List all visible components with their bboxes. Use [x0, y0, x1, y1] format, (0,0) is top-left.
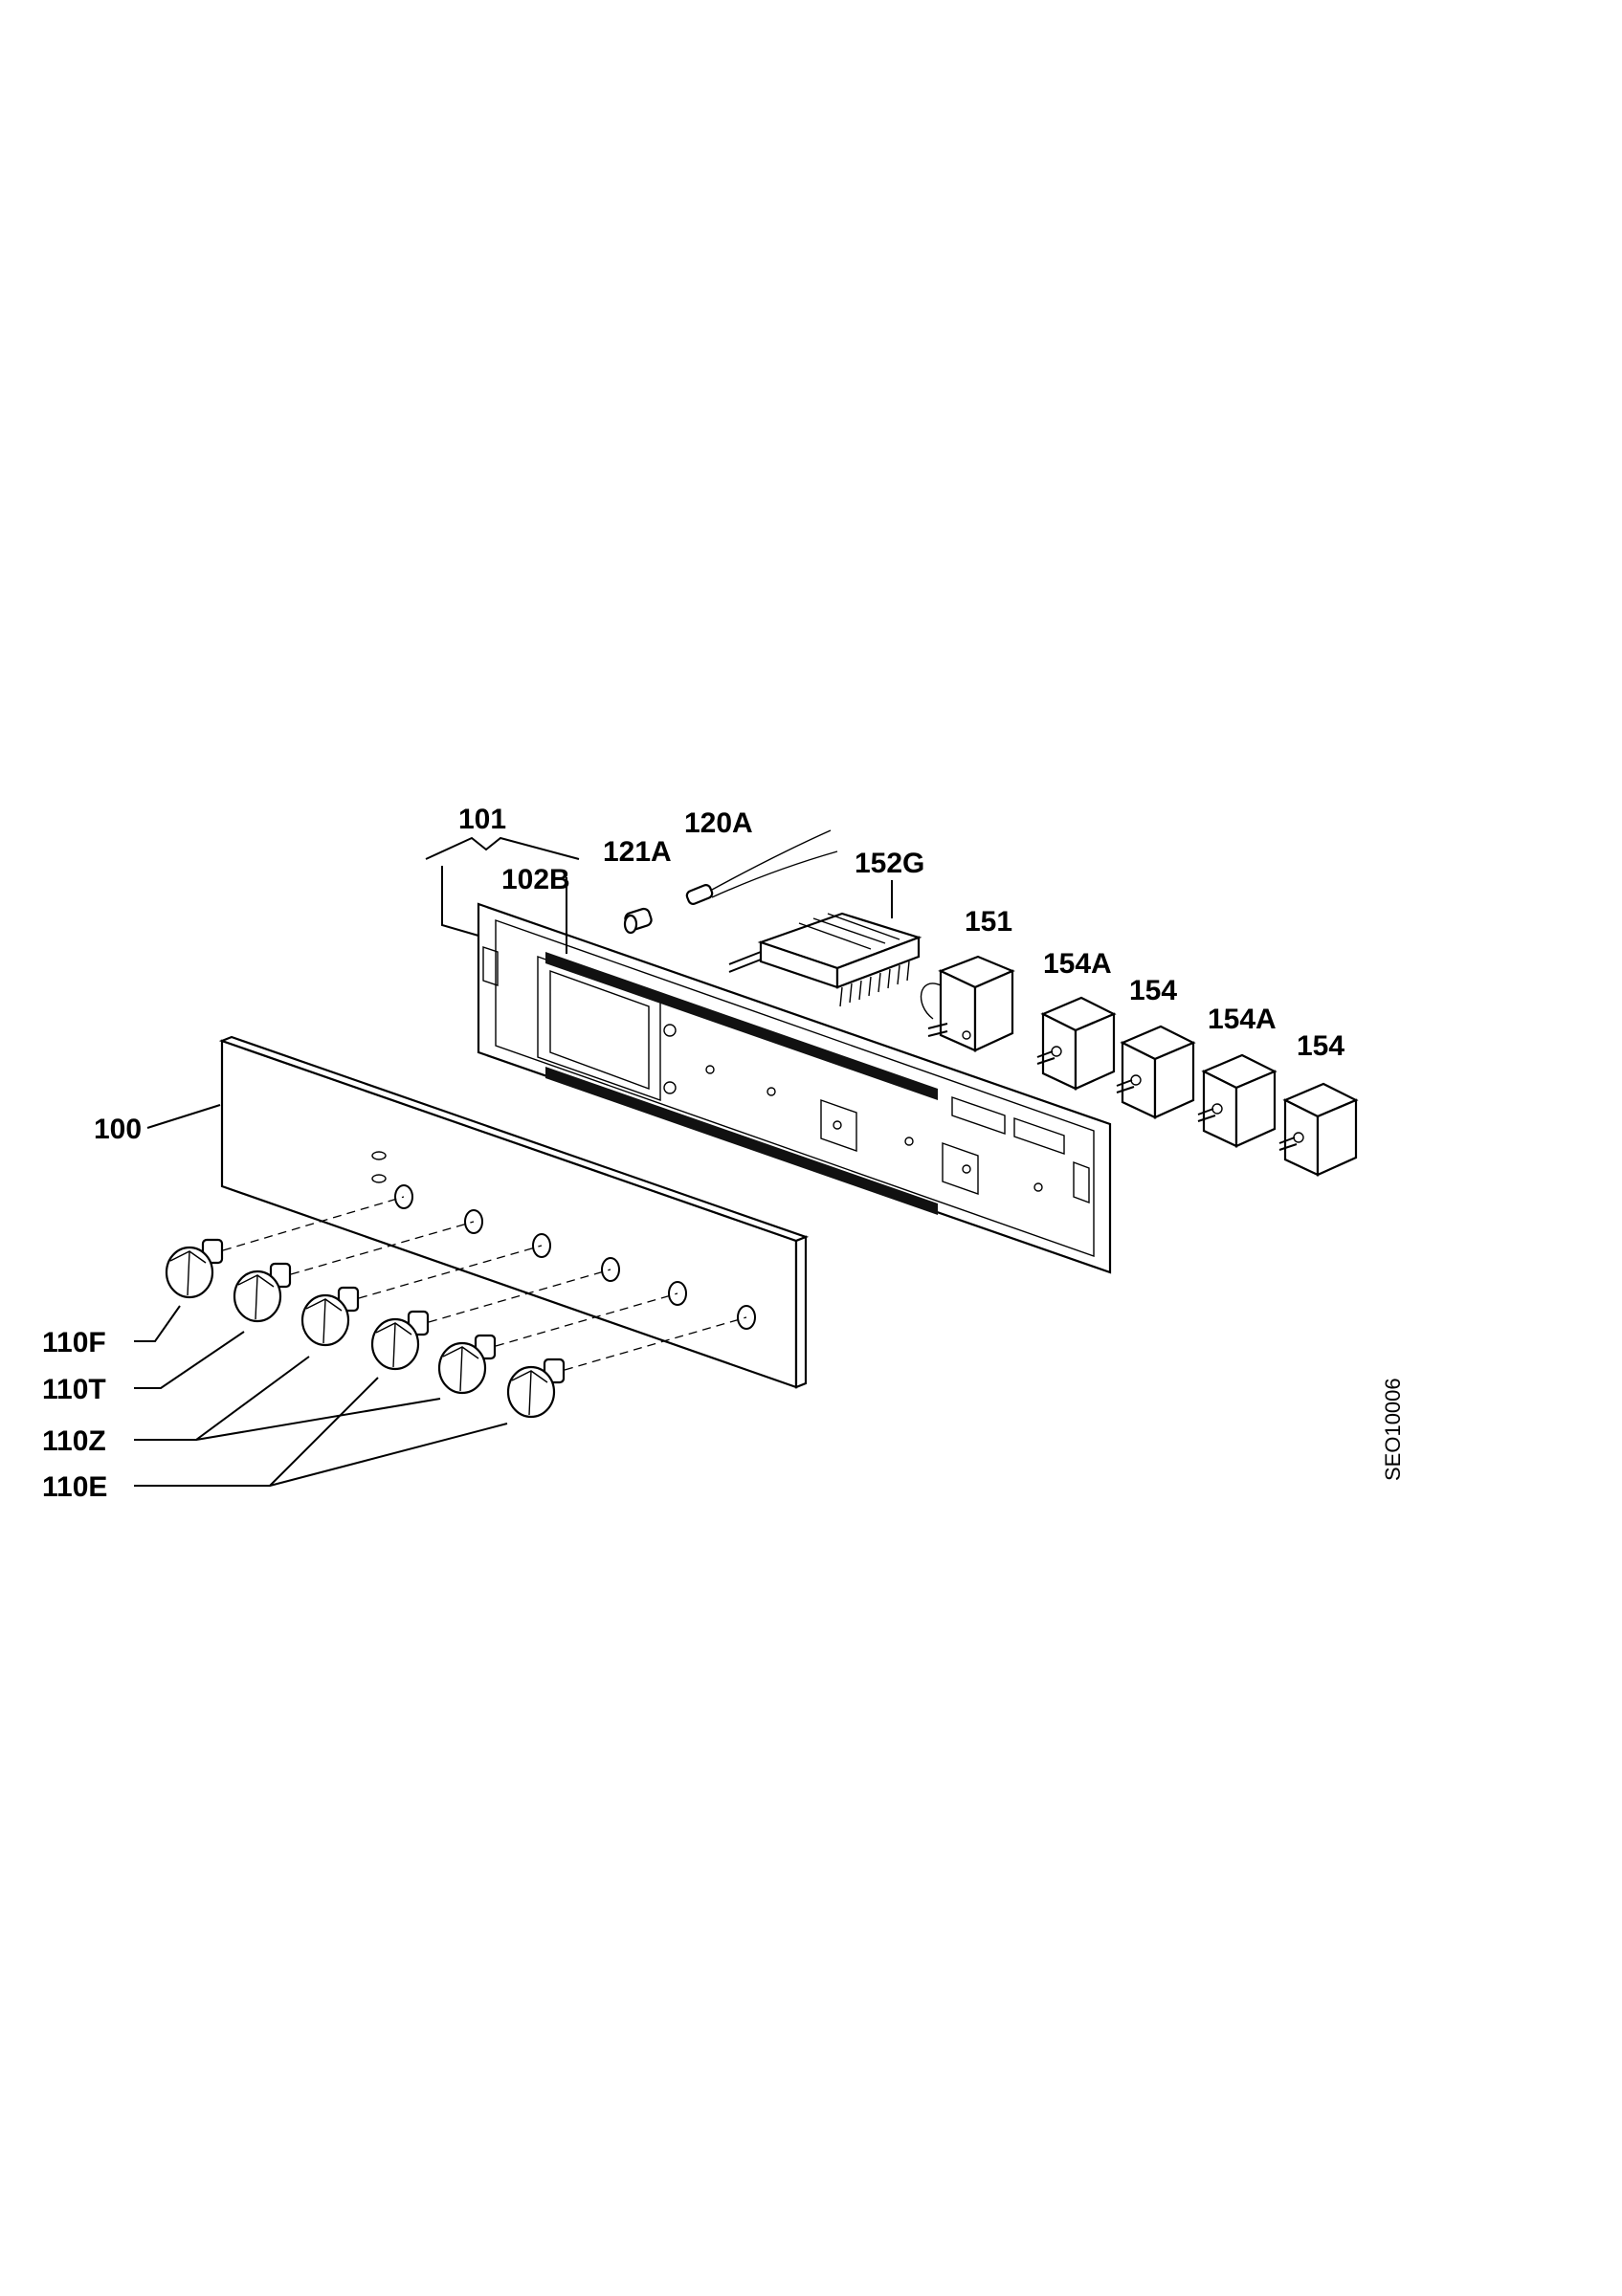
control-frame-101	[477, 902, 1112, 1274]
frame-hole-5	[962, 1164, 971, 1174]
strip-top	[545, 952, 938, 1100]
part-labels: 101 102B 121A 120A 152G 151 154A 154 154…	[42, 804, 1344, 1503]
frame-hole-1	[705, 1065, 715, 1074]
knob-6	[506, 1358, 566, 1419]
knob-hole-5	[668, 1281, 687, 1306]
label-154A-2: 154A	[1208, 1004, 1277, 1035]
lamp-holder-121A	[623, 907, 653, 935]
energy-regulator-154A-1	[1036, 996, 1117, 1091]
knob-hole-4	[601, 1257, 620, 1282]
frame-hole-7	[663, 1024, 677, 1037]
label-102B: 102B	[501, 864, 570, 895]
panel-indicator-2	[371, 1174, 387, 1183]
insulation-strips-102B	[545, 952, 938, 1215]
label-154-2: 154	[1297, 1030, 1344, 1062]
thermostat-151	[920, 955, 1015, 1052]
selector-switch-152G	[728, 912, 922, 1007]
frame-left-clip	[482, 946, 499, 986]
frame-hole-4	[904, 1137, 914, 1146]
signal-lamp-120A	[685, 829, 838, 905]
alignment-lines	[222, 1196, 747, 1371]
label-120A: 120A	[684, 807, 753, 839]
frame-slot-2	[1013, 1117, 1065, 1155]
label-110E: 110E	[42, 1471, 107, 1503]
thermostat-side	[973, 969, 1014, 1052]
knob-2	[233, 1262, 292, 1323]
energy-regulator-154A-2	[1197, 1053, 1278, 1148]
frame-window-inner	[549, 970, 650, 1091]
frame-slot-1	[951, 1096, 1006, 1135]
knob-4	[370, 1310, 430, 1371]
frame-outer	[477, 902, 1112, 1274]
label-101: 101	[458, 804, 506, 835]
switch-side	[835, 936, 921, 989]
frame-bracket-2	[942, 1142, 979, 1195]
label-110F: 110F	[42, 1327, 106, 1358]
frame-hole-6	[1033, 1182, 1043, 1192]
frame-bracket-1	[820, 1099, 857, 1152]
knob-hole-2	[464, 1209, 483, 1234]
energy-regulator-154-2	[1278, 1082, 1359, 1177]
knob-hole-3	[532, 1233, 551, 1258]
leader-lines	[134, 836, 893, 1487]
panel-indicator-1	[371, 1151, 387, 1160]
frame-right-clip	[1073, 1160, 1090, 1204]
label-110T: 110T	[42, 1374, 106, 1405]
label-110Z: 110Z	[42, 1425, 106, 1457]
panel-side-edge	[794, 1235, 808, 1389]
label-152G: 152G	[855, 848, 924, 879]
label-154-1: 154	[1129, 975, 1177, 1006]
drawing-code: SEO10006	[1381, 1378, 1405, 1481]
label-154A-1: 154A	[1043, 948, 1112, 980]
frame-hole-8	[663, 1081, 677, 1094]
frame-hole-2	[767, 1087, 776, 1096]
label-121A: 121A	[603, 836, 672, 868]
frame-inner-edge	[495, 919, 1095, 1257]
frame-hole-3	[833, 1120, 842, 1130]
knob-hole-6	[737, 1305, 756, 1330]
energy-regulator-154-1	[1116, 1025, 1196, 1119]
knob-hole-1	[394, 1184, 413, 1209]
strip-bottom	[545, 1067, 938, 1215]
label-151: 151	[965, 906, 1012, 938]
knob-5	[437, 1334, 497, 1395]
knob-1	[165, 1238, 224, 1299]
knob-3	[300, 1286, 360, 1347]
label-100: 100	[94, 1114, 142, 1145]
